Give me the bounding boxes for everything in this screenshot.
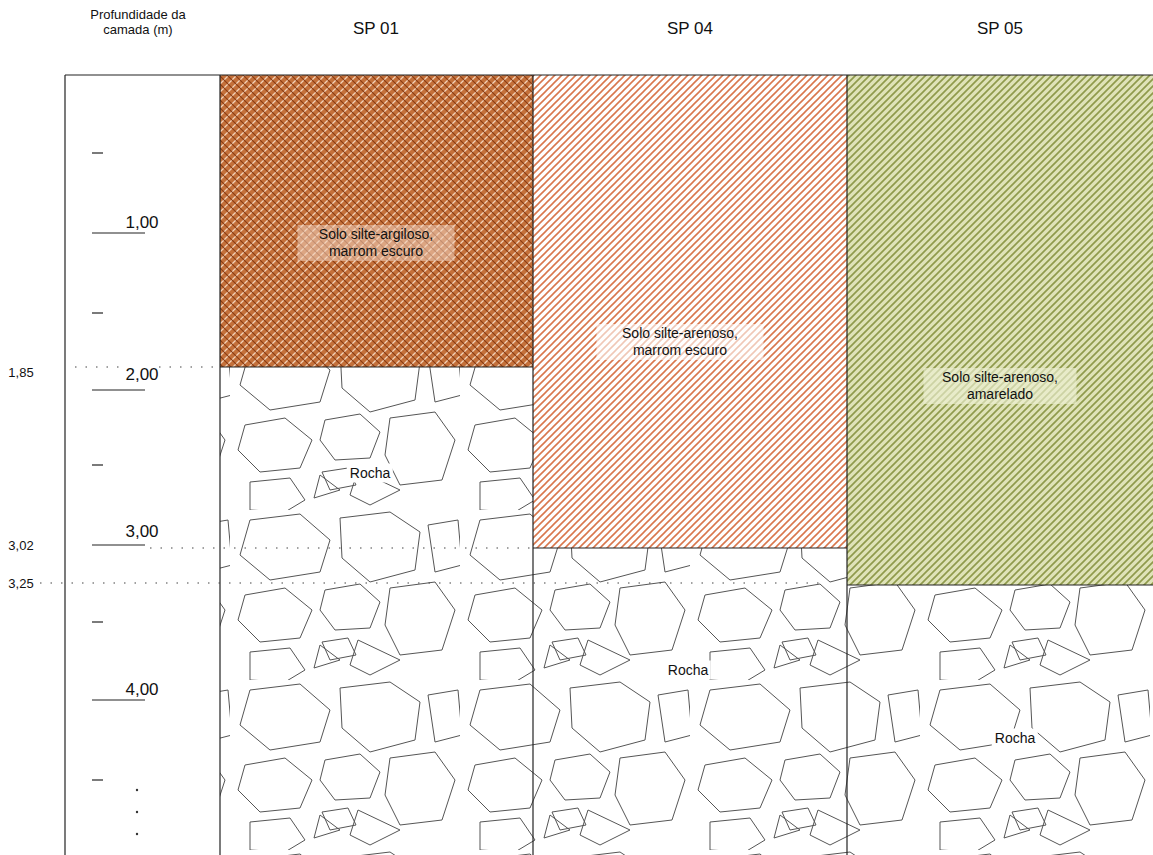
soil-layer: Solo silte-argiloso, marrom escuro	[220, 75, 533, 367]
borehole-name: SP 01	[353, 19, 399, 38]
rock-fill	[220, 367, 533, 855]
depth-value: 3,00	[125, 522, 158, 541]
grid-lines	[65, 75, 1153, 855]
layer-label: Solo silte-argiloso, marrom escuro	[298, 225, 455, 261]
depth-marker: 1,85	[8, 365, 33, 380]
rock-fill	[533, 548, 847, 855]
rock-fill	[847, 585, 1153, 855]
soil-layer: Solo silte-arenoso, marrom escuro	[533, 75, 847, 548]
soil-layer: Solo silte-arenoso, amarelado	[847, 75, 1153, 585]
layer-label: Solo silte-arenoso, amarelado	[924, 368, 1077, 404]
dotted-lines	[40, 367, 820, 583]
depth-value: 1,00	[125, 213, 158, 232]
layer-label: Rocha	[665, 661, 711, 680]
rock-layer: Rocha	[220, 367, 533, 855]
soil-fill	[847, 75, 1153, 585]
column-header: Profundidade da camada (m)	[78, 7, 198, 37]
borehole-name: SP 05	[977, 19, 1023, 38]
rock-layer: Rocha	[847, 585, 1153, 855]
continuation-dots	[136, 789, 138, 835]
layer-label: Rocha	[992, 729, 1038, 748]
depth-marker: 3,25	[8, 576, 33, 591]
rock-layer: Rocha	[533, 548, 847, 855]
depth-value: 4,00	[125, 680, 158, 699]
depth-value: 2,00	[125, 365, 158, 384]
layer-label: Rocha	[347, 464, 393, 483]
borehole-name: SP 04	[667, 19, 713, 38]
layer-label: Solo silte-arenoso, marrom escuro	[597, 324, 764, 360]
depth-marker: 3,02	[8, 538, 33, 553]
soil-fill	[220, 75, 533, 367]
soil-fill	[533, 75, 847, 548]
